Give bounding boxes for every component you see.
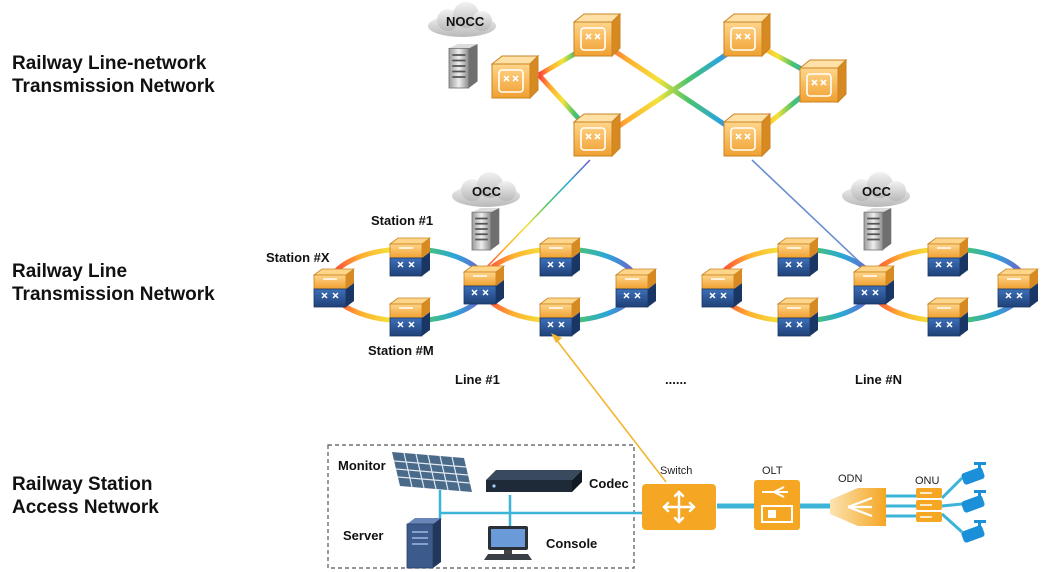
- occ-lineN-label: OCC: [862, 184, 892, 199]
- olt-label: OLT: [762, 465, 783, 477]
- uplink-line1: [483, 159, 591, 271]
- top-router-icon: [723, 13, 771, 57]
- lines-ellipsis: ......: [665, 372, 687, 387]
- nocc-label: NOCC: [446, 14, 485, 29]
- onu-links: [885, 476, 964, 534]
- top-router-icon: [491, 55, 539, 99]
- line1-node-station-1-icon: [389, 237, 431, 277]
- top-router-icon: [723, 113, 771, 157]
- switch-icon: [642, 484, 716, 530]
- monitor-label: Monitor: [338, 458, 386, 473]
- line1-node-station-m-icon: [389, 297, 431, 337]
- camera-icon: [961, 520, 986, 543]
- lineN-node-hub-icon: [853, 265, 895, 305]
- top-router-icon: [573, 113, 621, 157]
- lineN-node-icon: [927, 237, 969, 277]
- layer-label-line-transmission: Railway Line Transmission Network: [12, 261, 215, 305]
- lineN-node-icon: [997, 268, 1039, 308]
- onu-label: ONU: [915, 475, 940, 487]
- console-label: Console: [546, 536, 597, 551]
- station-lan-links: [438, 490, 645, 530]
- line1-node-hub-icon: [463, 265, 505, 305]
- console-icon: [484, 526, 532, 560]
- line1-node-icon: [539, 237, 581, 277]
- switch-uplink-arrow: [551, 333, 667, 483]
- olt-icon: [754, 480, 800, 530]
- line-1-label: Line #1: [455, 372, 500, 387]
- lineN-node-icon: [701, 268, 743, 308]
- line1-node-station-x-icon: [313, 268, 355, 308]
- station-equipment-box: [327, 444, 635, 569]
- lineN-node-icon: [777, 237, 819, 277]
- camera-icon: [961, 490, 986, 513]
- line1-node-icon: [539, 297, 581, 337]
- switch-label: Switch: [660, 465, 692, 477]
- camera-icon: [961, 462, 986, 485]
- onu-stack-icon: [916, 488, 942, 522]
- station-m-label: Station #M: [368, 343, 434, 358]
- monitor-wall-icon: [392, 452, 472, 492]
- lineN-node-icon: [927, 297, 969, 337]
- occ-lineN-server-icon: [863, 207, 893, 251]
- server-label: Server: [343, 528, 383, 543]
- nocc-server-icon: [448, 43, 479, 89]
- odn-label: ODN: [838, 473, 863, 485]
- layer-label-line-network: Railway Line-network Transmission Networ…: [12, 53, 215, 97]
- top-router-icon: [573, 13, 621, 57]
- line-n-label: Line #N: [855, 372, 902, 387]
- odn-splitter-icon: [830, 488, 886, 526]
- lineN-node-icon: [777, 297, 819, 337]
- codec-icon: [486, 470, 582, 492]
- station-1-label: Station #1: [371, 213, 433, 228]
- uplink-lineN: [751, 159, 869, 271]
- layer-label-station-access: Railway Station Access Network: [12, 474, 159, 518]
- line1-node-icon: [615, 268, 657, 308]
- codec-label: Codec: [589, 476, 629, 491]
- station-x-label: Station #X: [266, 250, 330, 265]
- top-router-icon: [799, 59, 847, 103]
- server-icon: [406, 518, 441, 569]
- occ-line1-label: OCC: [472, 184, 502, 199]
- occ-line1-server-icon: [471, 207, 501, 251]
